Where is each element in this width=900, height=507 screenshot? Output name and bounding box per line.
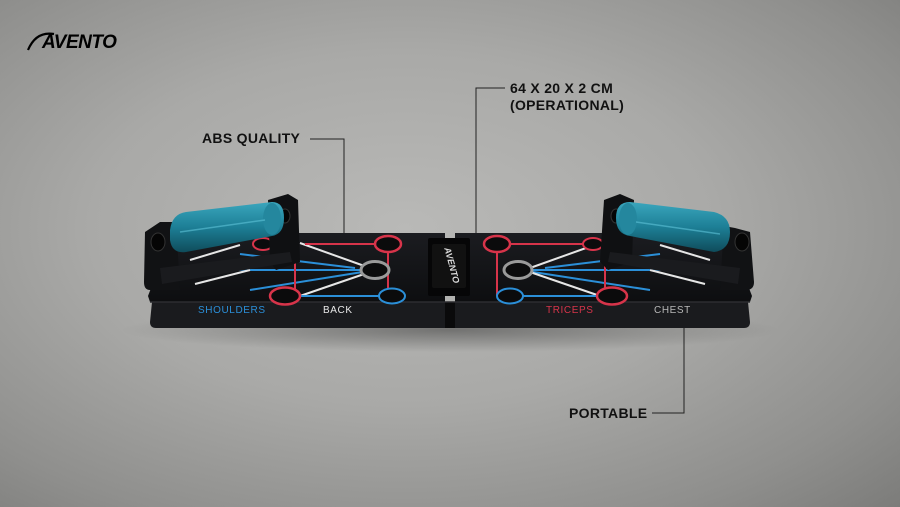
right-pushup-handle [600,194,754,290]
left-panel-holes [252,234,406,306]
label-triceps: TRICEPS [546,305,594,316]
dimensions-note: (OPERATIONAL) [510,97,625,113]
label-chest: CHEST [654,305,691,316]
center-strap: AVENTO [428,238,470,296]
dimensions-leader [475,87,505,240]
right-panel-holes [482,234,629,306]
label-shoulders: SHOULDERS [198,305,266,316]
abs-quality-leader [310,138,345,245]
dimensions-size: 64 X 20 X 2 CM [510,80,614,96]
portable-label: PORTABLE [569,405,648,421]
abs-quality-label: ABS QUALITY [202,130,301,146]
brand-logo-text: AVENTO [41,32,117,53]
dimensions-label: 64 X 20 X 2 CM (OPERATIONAL) [510,80,624,114]
brand-logo: AVENTO [26,32,118,53]
left-pushup-handle [144,194,300,290]
label-back: BACK [323,305,353,316]
portable-leader [652,318,685,414]
